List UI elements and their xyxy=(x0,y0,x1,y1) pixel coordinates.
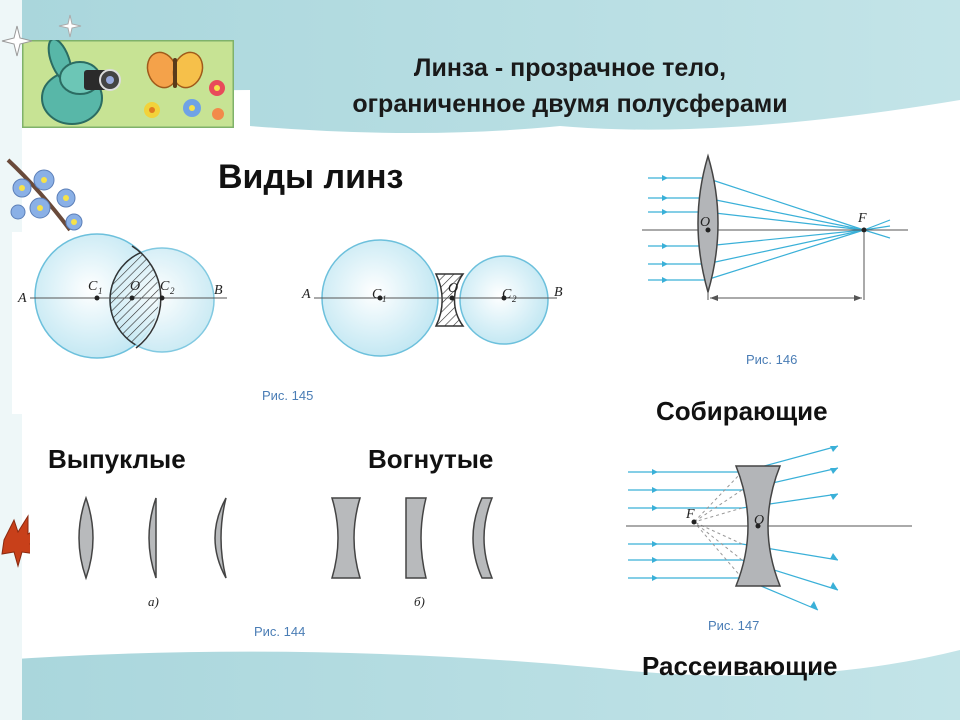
label-c2: C xyxy=(502,287,512,302)
label-o: O xyxy=(130,279,140,294)
label-o: O xyxy=(700,215,710,230)
slide-title: Линза - прозрачное тело, ограниченное дв… xyxy=(250,50,890,122)
label-c2-sub: 2 xyxy=(170,286,175,296)
figure-caption: Рис. 145 xyxy=(262,388,313,403)
label-a: а) xyxy=(148,594,159,609)
label-o: O xyxy=(754,513,764,528)
convex-lens-construction: A C 1 O C 2 B xyxy=(17,233,227,359)
label-c2-sub: 2 xyxy=(512,294,517,304)
header-band xyxy=(0,0,960,133)
biconcave-lens xyxy=(330,497,362,579)
flowers-image xyxy=(144,80,225,120)
figure-147-diverging-lens: O F Рис. 147 xyxy=(618,432,920,642)
figure-caption: Рис. 144 xyxy=(254,624,305,639)
label-concave: Вогнутые xyxy=(368,444,494,474)
forget-me-not-branch xyxy=(6,158,83,232)
label-c1-sub: 1 xyxy=(98,286,103,296)
label-converging: Собирающие xyxy=(656,396,828,426)
label-c1-sub: 1 xyxy=(382,294,387,304)
footer-band xyxy=(0,650,960,720)
label-f: F xyxy=(857,211,867,226)
label-convex: Выпуклые xyxy=(48,444,186,474)
butterfly-image xyxy=(146,51,204,89)
title-line-2: ограниченное двумя полусферами xyxy=(352,90,788,118)
meniscus-concave-lens xyxy=(472,497,494,579)
label-o: O xyxy=(448,281,458,296)
label-a: A xyxy=(301,287,311,302)
title-line-1: Линза - прозрачное тело, xyxy=(413,54,727,82)
label-diverging: Рассеивающие xyxy=(642,651,838,681)
label-b: B xyxy=(554,285,563,300)
section-heading: Виды линз xyxy=(218,158,404,196)
figure-caption: Рис. 147 xyxy=(708,618,759,633)
plano-convex-lens xyxy=(148,497,157,579)
label-f: F xyxy=(685,507,695,522)
meniscus-convex-lens xyxy=(214,497,227,579)
bunny-with-camera-image xyxy=(22,40,234,128)
figure-caption: Рис. 146 xyxy=(746,352,797,367)
label-b: б) xyxy=(414,594,425,609)
figure-145-lens-geometry: A C 1 O C 2 B A C 1 O C 2 B Рис. 145 xyxy=(12,232,602,414)
label-c1: C xyxy=(372,287,382,302)
plano-concave-lens xyxy=(405,497,427,579)
sparkle-icon xyxy=(1,25,33,57)
concave-lens-construction: A C 1 O C 2 B xyxy=(301,239,563,357)
biconvex-lens xyxy=(78,495,94,581)
figure-144-lens-shapes: а) б) Рис. 144 xyxy=(30,472,600,644)
label-c2: C xyxy=(160,279,170,294)
figure-146-converging-lens: O F Рис. 146 xyxy=(628,148,928,380)
label-a: A xyxy=(17,291,27,306)
sparkle-icon xyxy=(58,14,82,38)
label-b: B xyxy=(214,283,223,298)
label-c1: C xyxy=(88,279,98,294)
